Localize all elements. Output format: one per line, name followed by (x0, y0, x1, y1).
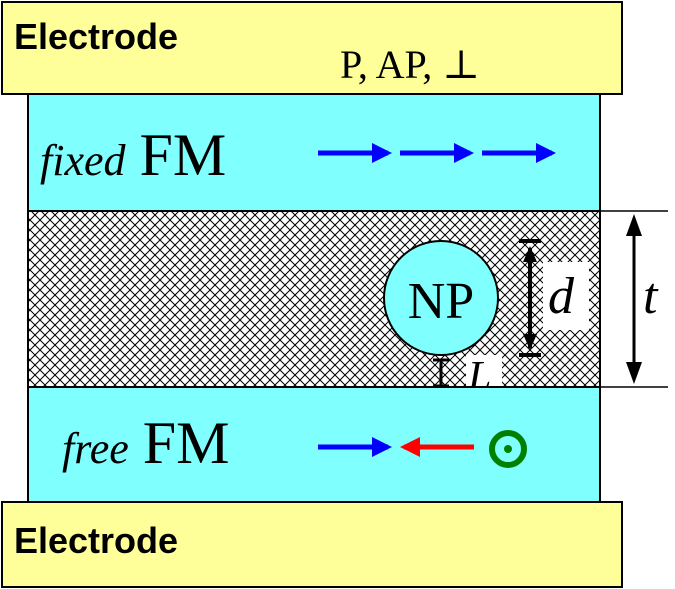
out-of-plane-dot-icon (489, 430, 527, 468)
diameter-label: d (548, 268, 575, 325)
free-fm-name: FM (143, 410, 230, 476)
diameter-dimension (519, 239, 589, 357)
free-italic: free (62, 424, 129, 473)
top-electrode-label: Electrode (14, 16, 178, 57)
free-fm-label: free FM (62, 410, 230, 476)
free-moment-arrows (318, 430, 527, 468)
thickness-label: t (643, 268, 659, 325)
bottom-electrode-label: Electrode (14, 520, 178, 561)
magnetic-configurations: P, AP, ⊥ (340, 42, 480, 87)
tunnel-barrier (27, 210, 601, 388)
fixed-fm-label: fixed FM (40, 122, 226, 188)
out-of-plane-center-dot (504, 445, 512, 453)
fixed-fm-name: FM (140, 122, 227, 188)
thickness-dimension (600, 210, 668, 388)
bottom-electrode (1, 501, 623, 588)
fixed-italic: fixed (40, 136, 127, 185)
nanoparticle-label: NP (408, 273, 474, 330)
top-electrode (1, 1, 623, 95)
nanoparticle (383, 240, 499, 356)
